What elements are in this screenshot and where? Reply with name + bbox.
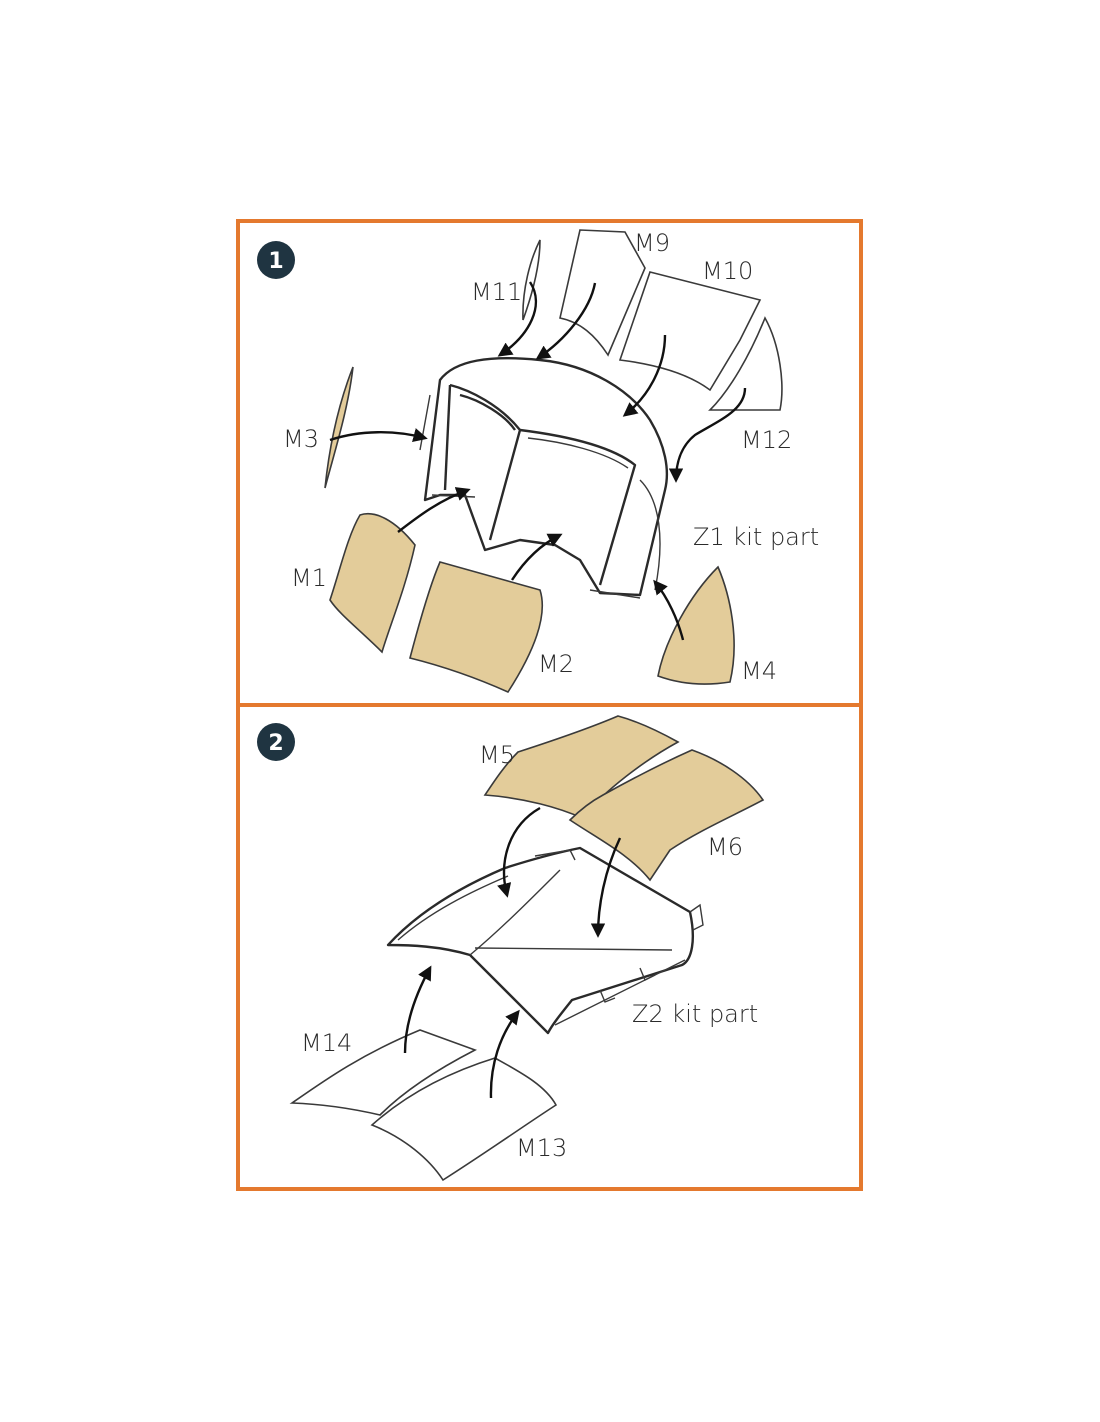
mask-m5-shape <box>483 715 680 819</box>
arrow-m1 <box>397 487 471 533</box>
label-m1: M1 <box>291 564 327 592</box>
arrow-m4 <box>653 579 685 641</box>
step-1-number: 1 <box>268 249 283 274</box>
mask-m10-shape <box>618 271 762 392</box>
label-m6: M6 <box>707 833 743 861</box>
z1-kit-part-drawing <box>419 357 669 599</box>
step-1-panel: 1 <box>236 219 863 707</box>
label-m2: M2 <box>538 650 574 678</box>
step-1-badge: 1 <box>257 241 295 279</box>
arrow-m12 <box>668 387 747 483</box>
arrow-m13 <box>489 1009 520 1099</box>
mask-m1-shape <box>329 513 416 654</box>
mask-m12-shape <box>708 316 783 411</box>
label-m4: M4 <box>741 657 777 685</box>
arrow-m11 <box>497 281 538 357</box>
label-m14: M14 <box>301 1029 352 1057</box>
step-2-badge: 2 <box>257 723 295 761</box>
label-m10: M10 <box>702 257 753 285</box>
label-m13: M13 <box>516 1134 567 1162</box>
label-m5: M5 <box>479 741 515 769</box>
label-z2-kit-part: Z2 kit part <box>632 1000 758 1028</box>
mask-m9-shape <box>559 229 646 357</box>
mask-m11-shape <box>522 239 541 321</box>
step-2-border <box>236 703 863 1191</box>
mask-m3-shape <box>324 366 354 489</box>
mask-m13-shape <box>370 1057 558 1182</box>
arrow-m14 <box>403 965 432 1054</box>
mask-m14-shape <box>289 1029 477 1116</box>
z2-kit-part-drawing <box>386 846 704 1035</box>
arrow-m10 <box>622 334 667 417</box>
arrow-m3 <box>329 428 428 442</box>
label-m11: M11 <box>471 278 522 306</box>
mask-m4-shape <box>657 565 735 685</box>
arrow-m2 <box>510 533 563 581</box>
label-m3: M3 <box>283 425 319 453</box>
label-m9: M9 <box>634 229 670 257</box>
mask-m6-shape <box>568 749 765 882</box>
mask-m2-shape <box>409 561 544 694</box>
arrow-m9 <box>535 282 597 360</box>
label-z1-kit-part: Z1 kit part <box>693 523 819 551</box>
label-m12: M12 <box>741 426 792 454</box>
step-2-panel: 2 M5 M6 Z2 kit part M14 M13 <box>236 703 863 1191</box>
arrow-m5 <box>497 806 541 898</box>
arrow-m6 <box>590 837 622 938</box>
step-2-number: 2 <box>268 731 283 756</box>
